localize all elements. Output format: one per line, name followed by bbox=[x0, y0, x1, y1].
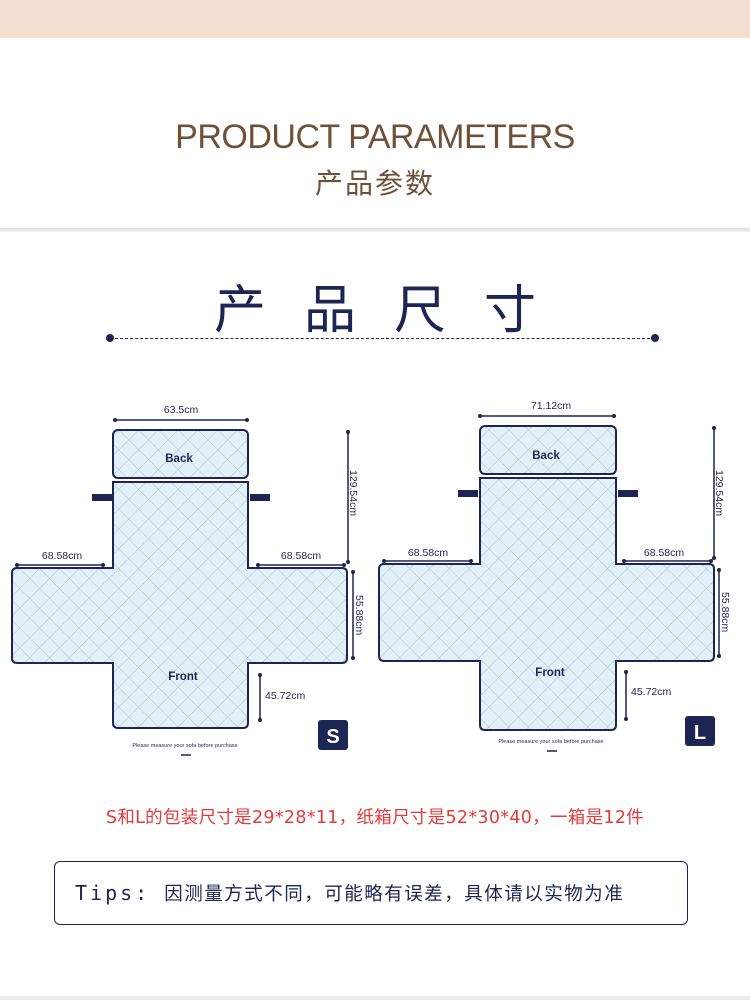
size-diagram-l: 71.12cm 68.58cm 68.58cm 129.54cm 55.88cm… bbox=[370, 390, 745, 770]
page-title-en: PRODUCT PARAMETERS bbox=[175, 118, 575, 156]
strap-left bbox=[458, 490, 478, 497]
strap-right bbox=[250, 494, 270, 501]
measure-note: Please measure your sofa before purchase bbox=[132, 743, 237, 749]
dim-front-drop: 45.72cm bbox=[265, 690, 306, 702]
seat-body bbox=[378, 477, 715, 731]
seat-body bbox=[11, 481, 348, 729]
front-label: Front bbox=[535, 667, 565, 679]
size-badge-l bbox=[685, 716, 715, 746]
dim-arm-right: 68.58cm bbox=[644, 547, 685, 559]
dim-top-width: 71.12cm bbox=[531, 400, 572, 412]
strap-left bbox=[92, 494, 112, 501]
dim-arm-height: 55.88cm bbox=[719, 592, 731, 633]
dim-arm-left: 68.58cm bbox=[408, 547, 449, 559]
size-diagram-s: 63.5cm 68.58cm 68.58cm 129.54cm 55.88cm … bbox=[0, 390, 375, 770]
page-title-cn: 产品参数 bbox=[314, 167, 435, 200]
header-section bbox=[0, 38, 750, 228]
size-badge-l-text: L bbox=[694, 722, 706, 744]
packing-note: S和L的包装尺寸是29*28*11，纸箱尺寸是52*30*40，一箱是12件 bbox=[105, 808, 645, 828]
sofa-cover-diagram-l: 71.12cm 68.58cm 68.58cm 129.54cm 55.88cm… bbox=[378, 400, 731, 752]
size-badge-s bbox=[318, 720, 348, 750]
top-color-band bbox=[0, 0, 750, 38]
tips-box: Tips: 因测量方式不同，可能略有误差，具体请以实物为准 bbox=[54, 861, 688, 925]
section-title: 产品尺寸 bbox=[213, 281, 574, 341]
strap-right bbox=[618, 490, 638, 497]
divider-dot-left bbox=[106, 334, 114, 342]
front-label: Front bbox=[168, 671, 198, 683]
dim-height: 129.54cm bbox=[713, 470, 725, 516]
tips-text: 因测量方式不同，可能略有误差，具体请以实物为准 bbox=[164, 884, 625, 905]
dim-arm-right: 68.58cm bbox=[281, 550, 322, 562]
dim-top-width: 63.5cm bbox=[164, 404, 199, 416]
tips-label: Tips: bbox=[75, 881, 151, 905]
bottom-border bbox=[0, 996, 750, 1000]
divider-shadow bbox=[0, 231, 750, 232]
divider bbox=[0, 228, 750, 231]
sofa-cover-diagram-s: 63.5cm 68.58cm 68.58cm 129.54cm 55.88cm … bbox=[11, 404, 365, 756]
dashed-divider bbox=[110, 338, 655, 339]
dim-arm-left: 68.58cm bbox=[42, 550, 83, 562]
back-label: Back bbox=[165, 453, 193, 465]
dim-height: 129.54cm bbox=[347, 470, 359, 516]
back-label: Back bbox=[532, 450, 560, 462]
dim-front-drop: 45.72cm bbox=[631, 686, 672, 698]
size-badge-s-text: S bbox=[326, 726, 339, 748]
measure-note: Please measure your sofa before purchase bbox=[498, 739, 603, 745]
dim-arm-height: 55.88cm bbox=[353, 595, 365, 636]
back-panel bbox=[479, 425, 617, 475]
back-panel bbox=[112, 429, 249, 479]
divider-dot-right bbox=[651, 334, 659, 342]
